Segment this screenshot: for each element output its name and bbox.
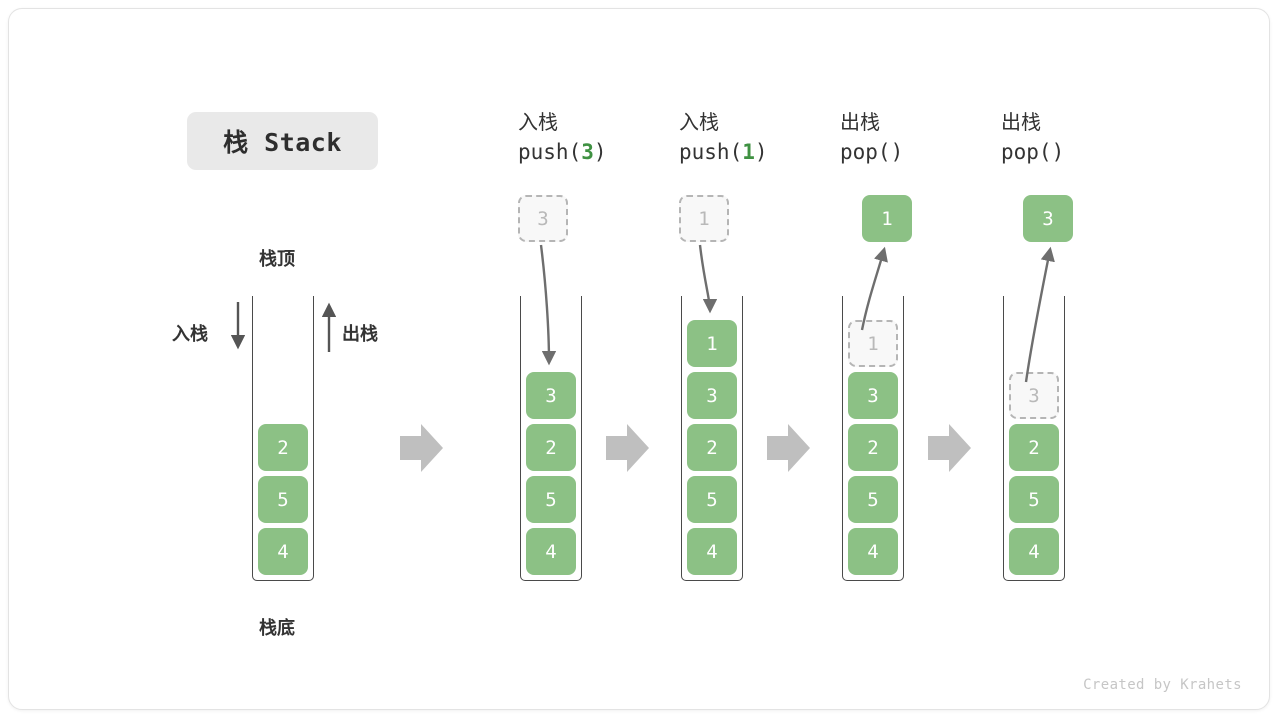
operation-code-2: pop() xyxy=(840,137,903,167)
stack-cell-step1-2: 2 xyxy=(687,424,737,471)
operation-code-1: push(1) xyxy=(679,137,768,167)
stack-cell-initial-2: 4 xyxy=(258,528,308,575)
stack-cell-step1-0: 1 xyxy=(687,320,737,367)
operation-code-arg-1: 1 xyxy=(742,140,755,164)
operation-label-cn-2: 出栈 xyxy=(840,110,880,134)
credit-text: Created by Krahets xyxy=(1083,677,1242,693)
stack-top-label: 栈顶 xyxy=(259,249,295,270)
operation-header-3: 出栈 pop() xyxy=(1001,108,1064,167)
title-badge: 栈 Stack xyxy=(187,112,378,170)
stack-cell-step3-2: 5 xyxy=(1009,476,1059,523)
operation-label-cn-1: 入栈 xyxy=(679,110,719,134)
stack-cell-step2-2: 2 xyxy=(848,424,898,471)
pop-side-label: 出栈 xyxy=(342,324,378,345)
operation-code-prefix-1: push( xyxy=(679,140,743,164)
operation-code-prefix-0: push( xyxy=(518,140,582,164)
stack-bottom-label: 栈底 xyxy=(259,618,295,639)
operation-code-3: pop() xyxy=(1001,137,1064,167)
operation-header-0: 入栈 push(3) xyxy=(518,108,607,167)
operation-code-prefix-3: pop( xyxy=(1001,140,1052,164)
outgoing-element-3: 3 xyxy=(1023,195,1073,242)
stack-cell-step0-2: 5 xyxy=(526,476,576,523)
operation-label-cn-3: 出栈 xyxy=(1001,110,1041,134)
stack-cell-step2-4: 4 xyxy=(848,528,898,575)
stack-cell-ghost-step2-0: 1 xyxy=(848,320,898,367)
stack-cell-step1-4: 4 xyxy=(687,528,737,575)
stack-cell-step1-1: 3 xyxy=(687,372,737,419)
stack-cell-ghost-step3-0: 3 xyxy=(1009,372,1059,419)
outgoing-element-2: 1 xyxy=(862,195,912,242)
operation-label-cn-0: 入栈 xyxy=(518,110,558,134)
incoming-element-0: 3 xyxy=(518,195,568,242)
operation-code-suffix-3: ) xyxy=(1051,140,1065,164)
operation-header-1: 入栈 push(1) xyxy=(679,108,768,167)
stack-cell-step0-3: 4 xyxy=(526,528,576,575)
incoming-element-1: 1 xyxy=(679,195,729,242)
operation-code-suffix-0: ) xyxy=(593,140,607,164)
stack-cell-initial-0: 2 xyxy=(258,424,308,471)
stack-cell-step0-1: 2 xyxy=(526,424,576,471)
stack-cell-step2-3: 5 xyxy=(848,476,898,523)
operation-code-suffix-2: ) xyxy=(890,140,904,164)
operation-code-prefix-2: pop( xyxy=(840,140,891,164)
operation-header-2: 出栈 pop() xyxy=(840,108,903,167)
stack-cell-step3-3: 4 xyxy=(1009,528,1059,575)
operation-code-arg-0: 3 xyxy=(581,140,594,164)
stack-cell-initial-1: 5 xyxy=(258,476,308,523)
operation-code-suffix-1: ) xyxy=(754,140,768,164)
stack-cell-step0-0: 3 xyxy=(526,372,576,419)
stack-cell-step3-1: 2 xyxy=(1009,424,1059,471)
operation-code-0: push(3) xyxy=(518,137,607,167)
push-side-label: 入栈 xyxy=(172,324,208,345)
stack-cell-step1-3: 5 xyxy=(687,476,737,523)
stack-cell-step2-1: 3 xyxy=(848,372,898,419)
